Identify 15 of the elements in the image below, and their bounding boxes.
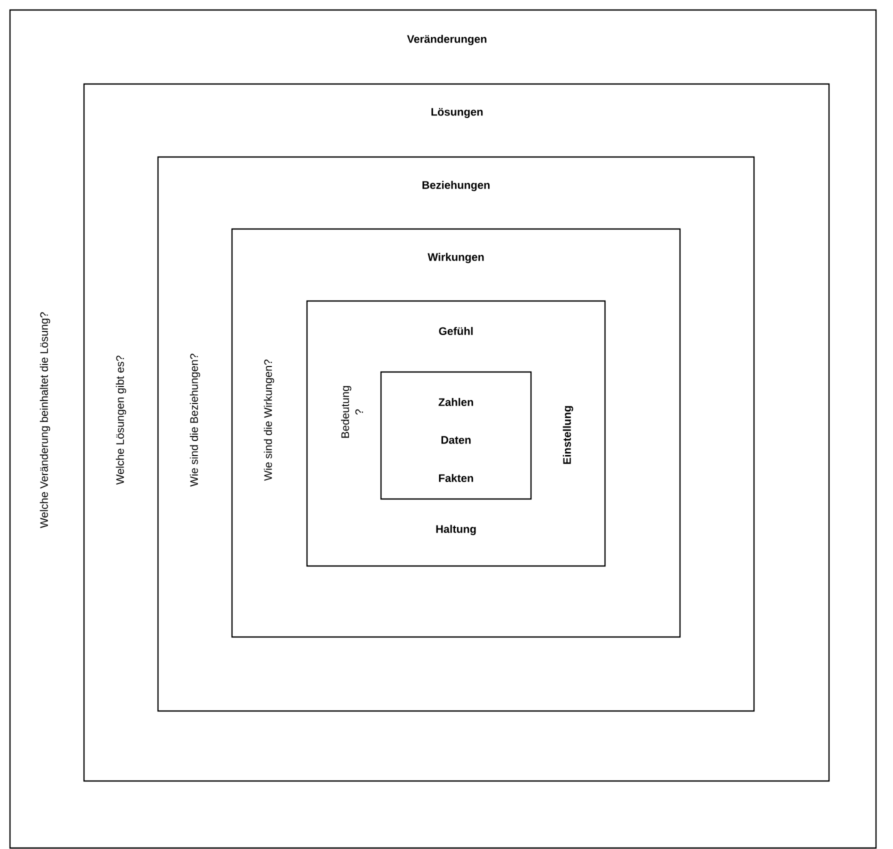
heading: Haltung xyxy=(436,524,476,536)
heading: Wirkungen xyxy=(428,252,484,264)
side-text: Bedeutung ? xyxy=(341,386,363,438)
center-text: Zahlen xyxy=(438,398,474,406)
heading: Gefühl xyxy=(439,326,473,336)
question-text: Welche Veränderung beinhaltet die Lösung? xyxy=(40,312,50,528)
question-text: Wie sind die Beziehungen? xyxy=(190,354,200,487)
question-text: Welche Lösungen gibt es? xyxy=(116,356,126,485)
center-text: Fakten xyxy=(439,474,474,482)
question-text: Wie sind die Wirkungen? xyxy=(264,360,274,481)
heading: Beziehungen xyxy=(422,180,490,192)
heading: Lösungen xyxy=(431,108,483,118)
heading: Veränderungen xyxy=(407,34,486,46)
side-text: Einstellung xyxy=(562,406,574,464)
center-text: Daten xyxy=(441,436,471,444)
